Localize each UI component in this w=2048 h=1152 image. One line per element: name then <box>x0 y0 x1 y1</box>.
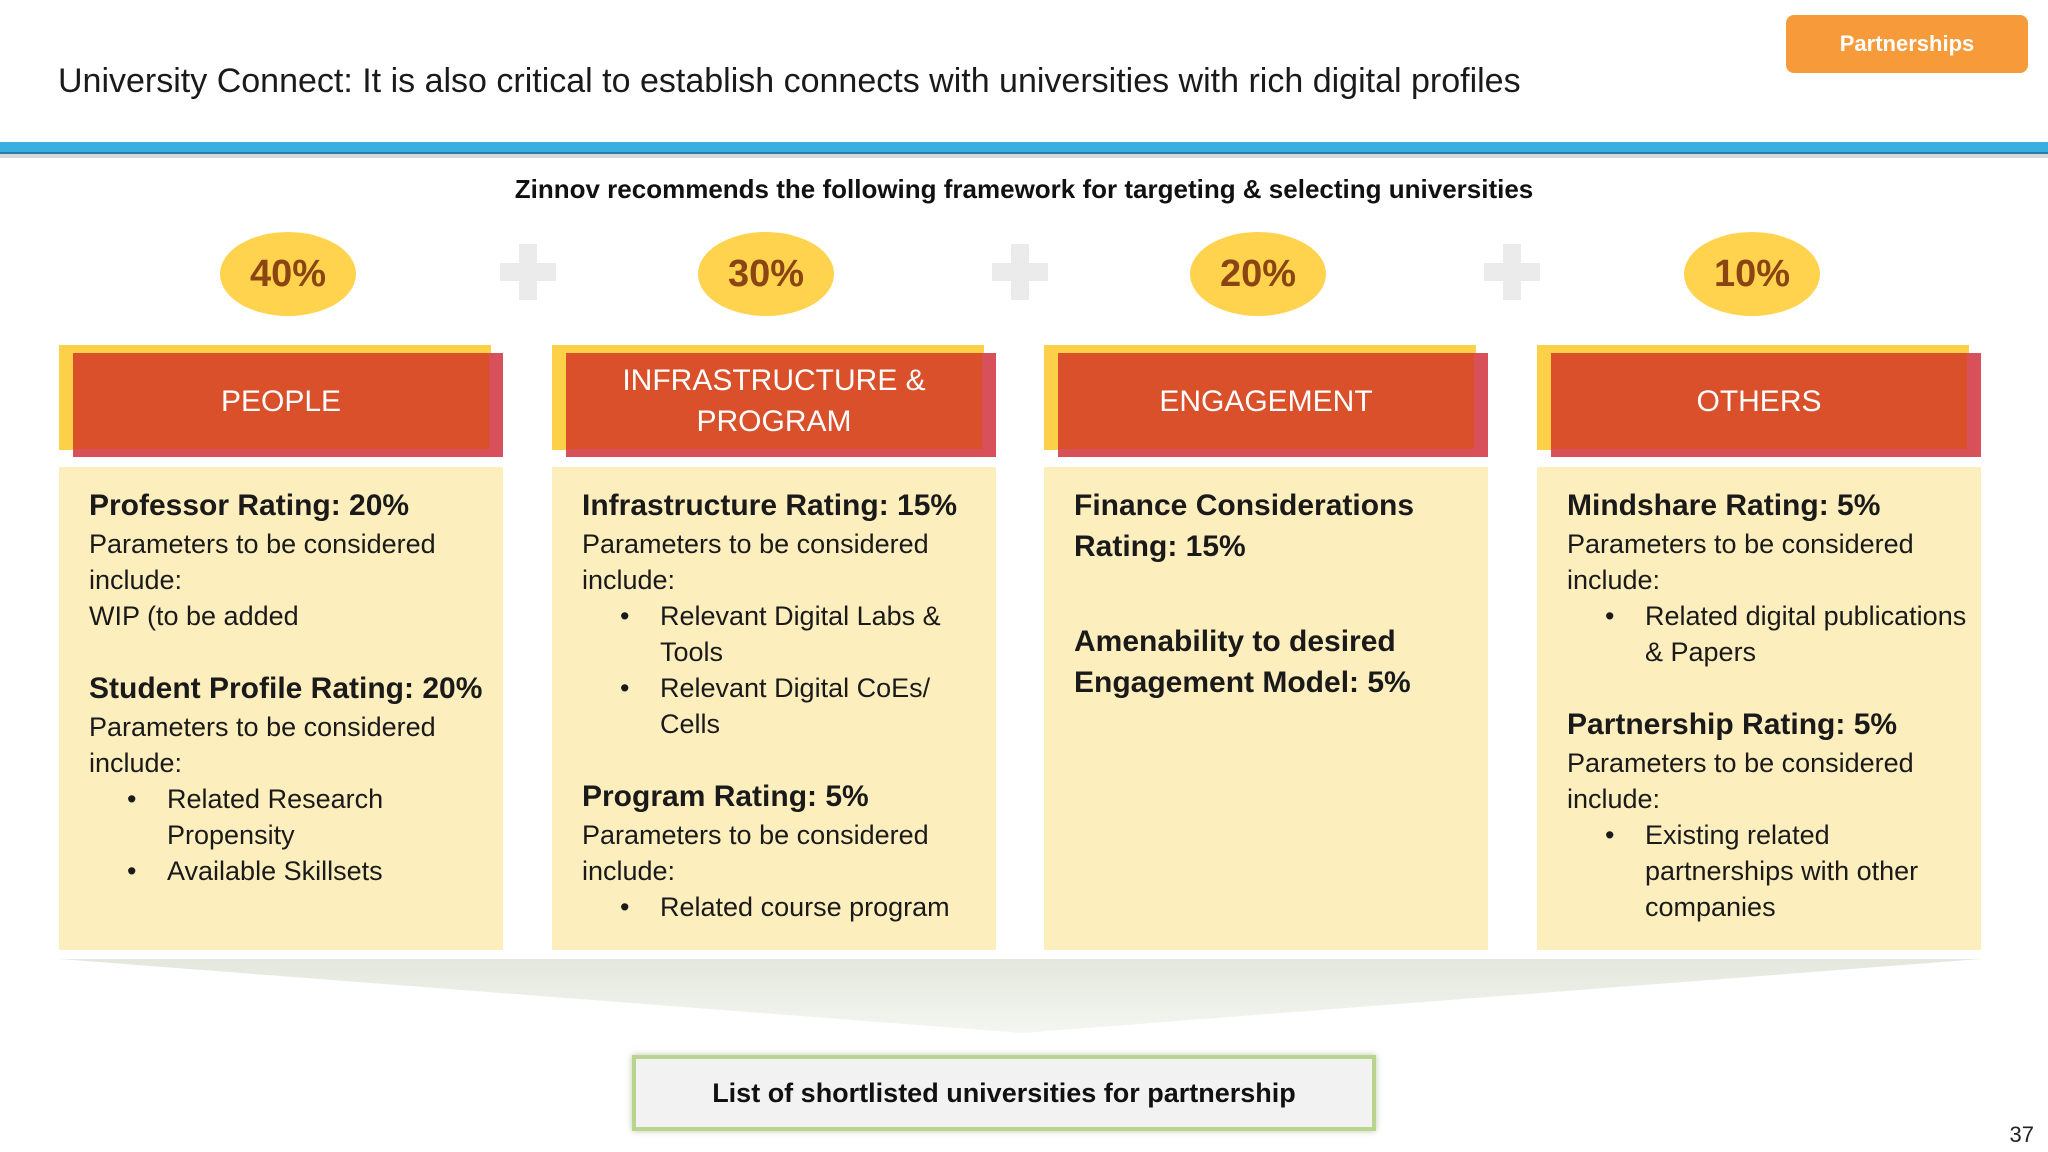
column-others: OTHERS Mindshare Rating: 5% Parameters t… <box>1537 345 1981 950</box>
page-number: 37 <box>2009 1122 2034 1147</box>
criterion-text: Parameters to be considered include: <box>1567 748 1914 814</box>
bullet-item: Available Skillsets <box>89 853 489 889</box>
column-header: PEOPLE <box>73 353 489 449</box>
column-body: Infrastructure Rating: 15% Parameters to… <box>552 467 996 950</box>
bullet-item: Related Research Propensity <box>89 781 489 853</box>
section-tag-partnerships: Partnerships <box>1786 15 2028 73</box>
header-divider <box>0 142 2048 158</box>
bullet-list: Existing related partnerships with other… <box>1567 817 1967 925</box>
plus-icon <box>1484 244 1540 300</box>
plus-icon <box>500 244 556 300</box>
column-body: Finance Considerations Rating: 15% Amena… <box>1044 467 1488 950</box>
weight-people: 40% <box>220 232 356 316</box>
bullet-item: Relevant Digital Labs & Tools <box>582 598 982 670</box>
slide-title: University Connect: It is also critical … <box>58 62 1521 100</box>
column-infrastructure-program: INFRASTRUCTURE & PROGRAM Infrastructure … <box>552 345 996 950</box>
weight-engagement: 20% <box>1190 232 1326 316</box>
funnel-arrow <box>59 959 1981 1033</box>
bullet-list: Related digital publications & Papers <box>1567 598 1967 670</box>
criterion-heading: Student Profile Rating: 20% <box>89 672 483 705</box>
criterion-text: Parameters to be considered include: <box>89 529 436 595</box>
framework-subtitle: Zinnov recommends the following framewor… <box>514 174 1534 204</box>
criterion-text: Parameters to be considered include: <box>1567 529 1914 595</box>
bullet-item: Relevant Digital CoEs/ Cells <box>582 670 982 742</box>
column-body: Mindshare Rating: 5% Parameters to be co… <box>1537 467 1981 950</box>
column-header: OTHERS <box>1551 353 1967 449</box>
criterion-heading: Professor Rating: 20% <box>89 489 410 522</box>
bullet-list: Related course program <box>582 889 982 925</box>
column-header: INFRASTRUCTURE & PROGRAM <box>566 353 982 449</box>
bullet-item: Related course program <box>582 889 982 925</box>
criterion-text: Parameters to be considered include: <box>582 820 929 886</box>
column-engagement: ENGAGEMENT Finance Considerations Rating… <box>1044 345 1488 950</box>
criterion-heading: Infrastructure Rating: 15% <box>582 489 958 522</box>
column-header: ENGAGEMENT <box>1058 353 1474 449</box>
column-people: PEOPLE Professor Rating: 20% Parameters … <box>59 345 503 950</box>
bullet-list: Relevant Digital Labs & Tools Relevant D… <box>582 598 982 742</box>
plus-icon <box>992 244 1048 300</box>
bullet-list: Related Research Propensity Available Sk… <box>89 781 489 889</box>
bullet-item: Related digital publications & Papers <box>1567 598 1967 670</box>
criterion-heading: Finance Considerations Rating: 15% <box>1074 489 1415 563</box>
criterion-heading: Mindshare Rating: 5% <box>1567 489 1881 522</box>
criterion-heading: Partnership Rating: 5% <box>1567 708 1898 741</box>
criterion-heading: Program Rating: 5% <box>582 780 869 813</box>
criterion-heading: Amenability to desired Engagement Model:… <box>1074 625 1411 699</box>
criterion-text: Parameters to be considered include: <box>582 529 929 595</box>
criterion-text: Parameters to be considered include: <box>89 712 436 778</box>
criterion-text: WIP (to be added <box>89 601 299 631</box>
shortlisted-universities-box: List of shortlisted universities for par… <box>632 1055 1376 1131</box>
weight-others: 10% <box>1684 232 1820 316</box>
bullet-item: Existing related partnerships with other… <box>1567 817 1967 925</box>
weight-infrastructure: 30% <box>698 232 834 316</box>
column-body: Professor Rating: 20% Parameters to be c… <box>59 467 503 950</box>
